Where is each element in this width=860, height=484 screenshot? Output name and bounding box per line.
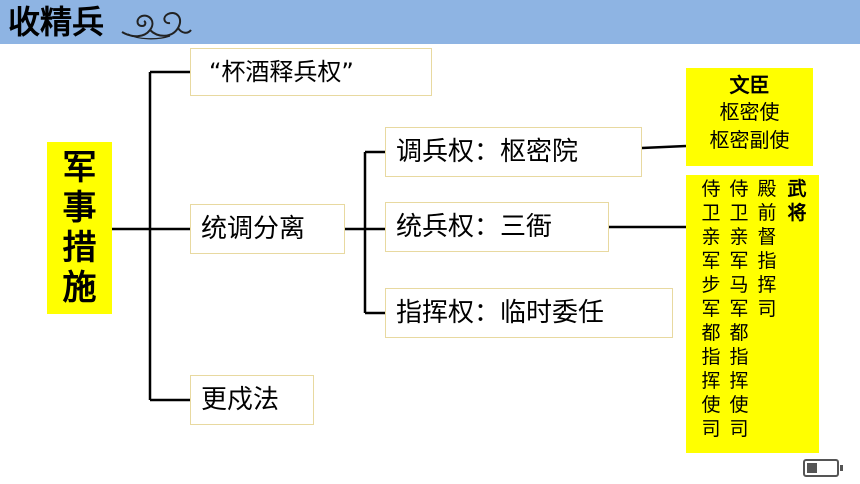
- wenchen-line: 枢密使: [719, 100, 780, 124]
- wujiang-column: 侍卫亲军步军都指挥使司: [701, 178, 721, 440]
- wenchen-line: 枢密副使: [709, 128, 790, 152]
- wujiang-box: 武将 殿前督指挥司 侍卫亲军马军都指挥使司 侍卫亲军步军都指挥使司: [686, 175, 819, 453]
- wujiang-title: 武将: [787, 178, 807, 224]
- page-title: 收精兵: [8, 3, 105, 41]
- sub-tong-bing-label: 统兵权：三衙: [396, 212, 553, 242]
- wenchen-box: 文臣 枢密使 枢密副使: [686, 68, 813, 166]
- root-label: 军事措施: [62, 148, 97, 308]
- branch-bei-jiu: “杯酒释兵权”: [190, 48, 432, 96]
- sub-diao-bing-label: 调兵权：枢密院: [396, 137, 579, 167]
- branch-geng-shu: 更戍法: [190, 375, 314, 425]
- root-node: 军事措施: [47, 142, 112, 314]
- branch-geng-shu-label: 更戍法: [201, 385, 280, 415]
- header-bar: 收精兵: [0, 0, 860, 44]
- swirl-ornament-icon: [121, 12, 192, 40]
- battery-icon: [803, 459, 843, 477]
- wujiang-column: 殿前督指挥司: [757, 178, 777, 320]
- wenchen-title: 文臣: [729, 73, 770, 97]
- sub-zhi-hui-label: 指挥权：临时委任: [396, 298, 605, 328]
- sub-zhi-hui: 指挥权：临时委任: [385, 288, 673, 338]
- sub-diao-bing: 调兵权：枢密院: [385, 127, 642, 177]
- sub-tong-bing: 统兵权：三衙: [385, 202, 609, 252]
- branch-bei-jiu-label: “杯酒释兵权”: [209, 58, 354, 86]
- branch-tong-diao-label: 统调分离: [201, 214, 306, 244]
- wujiang-column: 侍卫亲军马军都指挥使司: [729, 178, 749, 440]
- branch-tong-diao: 统调分离: [190, 204, 345, 254]
